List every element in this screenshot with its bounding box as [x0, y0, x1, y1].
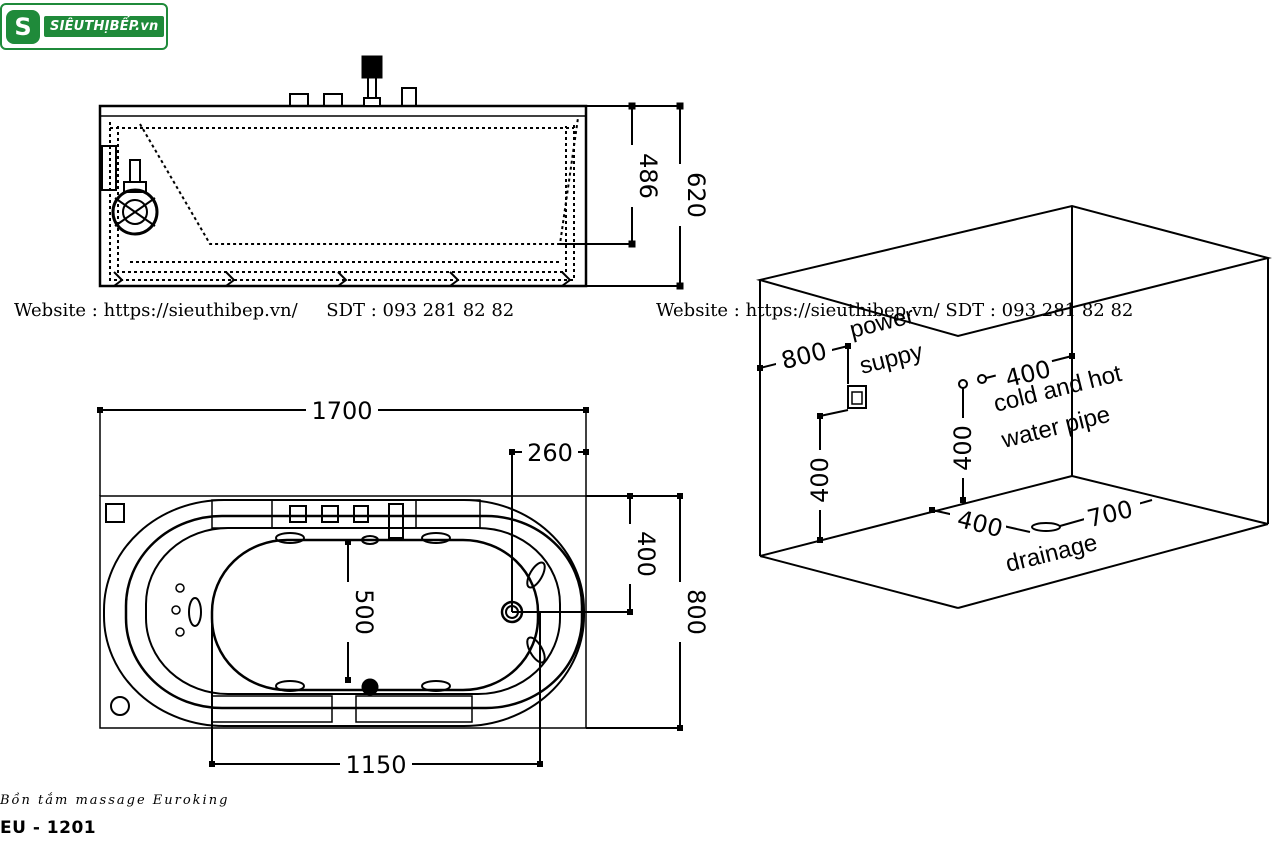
- side-view-outline: [98, 104, 588, 288]
- dim-drain-offset-label: 260: [527, 439, 573, 467]
- dim-inner-length-label: 1150: [345, 751, 406, 779]
- label-suppy: suppy: [857, 338, 926, 380]
- logo-mark-icon: S: [6, 9, 40, 44]
- side-view: [98, 55, 684, 290]
- label-drainage: drainage: [1003, 529, 1100, 578]
- dim-pipe-height-label: 400: [949, 425, 977, 471]
- dim-power-height-label: 400: [806, 457, 834, 503]
- dim-width-label: 800: [682, 589, 710, 635]
- dim-total-height-label: 620: [682, 172, 710, 218]
- dim-length-label: 1700: [311, 397, 372, 425]
- room-view: [756, 204, 1272, 609]
- watermark-right: Website : https://sieuthibep.vn/ SDT : 0…: [656, 300, 1134, 321]
- dim-drain-depth-label: 400: [632, 531, 660, 577]
- logo-text: SIÊUTHỊBẾP.vn: [44, 16, 165, 37]
- dim-inner-height-label: 486: [634, 153, 662, 199]
- watermark-left: Website : https://sieuthibep.vn/ SDT : 0…: [14, 300, 515, 321]
- product-code: EU - 1201: [0, 818, 97, 838]
- top-view: [97, 407, 683, 767]
- dim-inner-width-label: 500: [350, 589, 378, 635]
- brand-logo: S SIÊUTHỊBẾP.vn: [0, 3, 168, 50]
- product-subtitle: Bồn tắm massage Euroking: [0, 793, 230, 808]
